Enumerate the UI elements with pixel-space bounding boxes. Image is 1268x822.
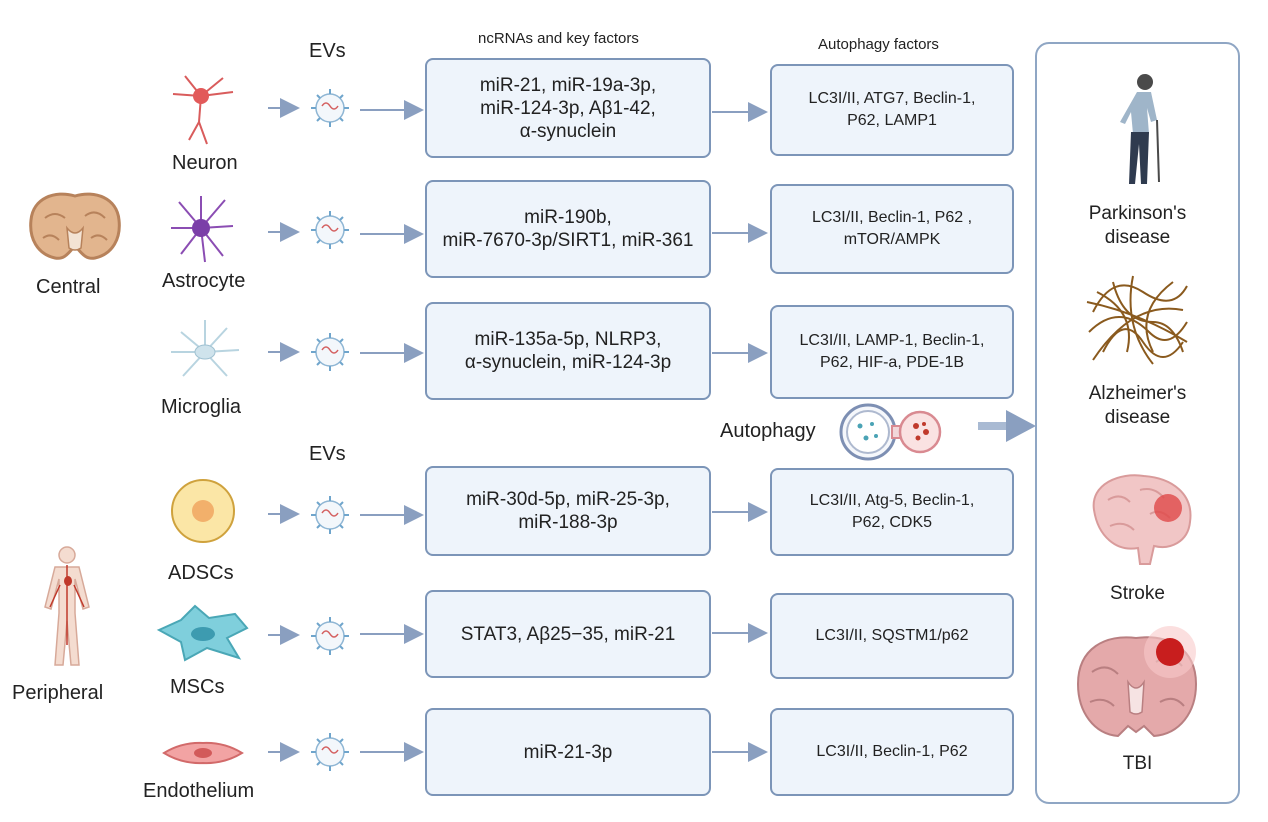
- autophagy-box-neuron: LC3I/II, ATG7, Beclin-1, P62, LAMP1: [770, 64, 1014, 156]
- disease-alzheimers: Alzheimer's disease: [1088, 383, 1187, 428]
- brain-lesion-icon: [1092, 474, 1192, 565]
- autophagy-box-mscs: LC3I/II, SQSTM1/p62: [770, 593, 1014, 679]
- disease-parkinsons: Parkinson's disease: [1088, 203, 1187, 248]
- cell-label-endothelium: Endothelium: [143, 780, 255, 802]
- cell-label-astrocyte: Astrocyte: [162, 270, 246, 292]
- autophagy-box-endothelium: LC3I/II, Beclin-1, P62: [770, 708, 1014, 796]
- disease-stroke: Stroke: [1110, 583, 1165, 604]
- factor-box-mscs: STAT3, Aβ25−35, miR-21: [425, 590, 711, 678]
- cell-label-mscs: MSCs: [170, 676, 225, 698]
- adsc-cell-icon: [171, 479, 235, 543]
- msc-cell-icon: [156, 604, 249, 662]
- factor-box-adscs: miR-30d-5p, miR-25-3p, miR-188-3p: [425, 466, 711, 556]
- factor-box-microglia: miR-135a-5p, NLRP3, α-synuclein, miR-124…: [425, 302, 711, 400]
- walking-elder-icon: [1120, 74, 1160, 184]
- autophagy-box-adscs: LC3I/II, Atg-5, Beclin-1, P62, CDK5: [770, 468, 1014, 556]
- disease-tbi: TBI: [1122, 753, 1153, 774]
- peripheral-label: Peripheral: [12, 682, 104, 704]
- evs-header-bottom: EVs: [309, 443, 346, 465]
- evs-header-top: EVs: [309, 40, 346, 62]
- astrocyte-icon: [171, 196, 234, 263]
- neurofibril-tangle-icon: [1086, 275, 1188, 365]
- cell-label-neuron: Neuron: [172, 152, 238, 174]
- autophagy-box-microglia: LC3I/II, LAMP-1, Beclin-1, P62, HIF-a, P…: [770, 305, 1014, 399]
- ncrnas-header: ncRNAs and key factors: [478, 30, 639, 47]
- autophagosome-lysosome-icon: [839, 403, 942, 461]
- microglia-icon: [171, 320, 240, 377]
- cell-label-adscs: ADSCs: [168, 562, 234, 584]
- cell-label-microglia: Microglia: [161, 396, 242, 418]
- central-label: Central: [36, 276, 101, 298]
- factor-box-astrocyte: miR-190b, miR-7670-3p/SIRT1, miR-361: [425, 180, 711, 278]
- human-body-icon: [44, 546, 90, 666]
- autophagy-factors-header: Autophagy factors: [818, 36, 939, 53]
- neuron-icon: [172, 75, 234, 145]
- brain-injury-icon: [1076, 626, 1198, 738]
- factor-box-neuron: miR-21, miR-19a-3p, miR-124-3p, Aβ1-42, …: [425, 58, 711, 158]
- autophagy-label: Autophagy: [720, 420, 816, 442]
- factor-box-endothelium: miR-21-3p: [425, 708, 711, 796]
- endothelium-cell-icon: [162, 741, 244, 765]
- autophagy-box-astrocyte: LC3I/II, Beclin-1, P62 , mTOR/AMPK: [770, 184, 1014, 274]
- brain-icon: [29, 192, 121, 260]
